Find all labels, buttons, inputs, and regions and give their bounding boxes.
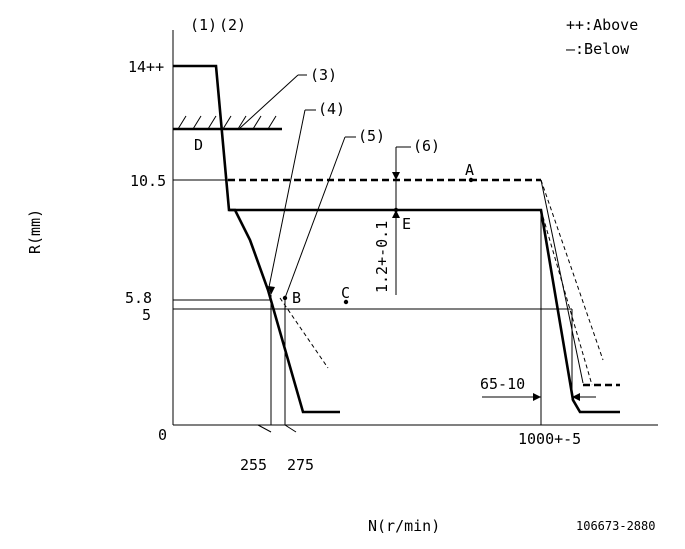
arrow-left-65	[572, 393, 580, 401]
droop-guide	[540, 179, 584, 384]
point-c: C	[341, 284, 350, 302]
droop-dimension: 65-10	[480, 375, 525, 393]
tick-255-leader	[257, 424, 272, 433]
point-b-dot	[282, 295, 288, 301]
point-e-dot	[393, 207, 399, 213]
point-e: E	[402, 215, 411, 233]
callout-2: (2)	[219, 16, 246, 34]
x-tick-255: 255	[240, 456, 267, 474]
main-curve-plateau	[229, 208, 620, 414]
doc-number: 106673-2880	[576, 519, 655, 533]
x-axis-label: N(r/min)	[368, 517, 440, 535]
callout-4: (4)	[318, 100, 345, 118]
point-a: A	[465, 161, 474, 179]
offset-dimension: 1.2+-0.1	[373, 221, 391, 293]
arrow-right-65	[533, 393, 541, 401]
arrow-up-6	[392, 210, 400, 218]
main-curve	[173, 64, 340, 414]
x-tick-275: 275	[287, 456, 314, 474]
leader-3	[239, 74, 299, 129]
below-droop-dashed	[540, 209, 593, 386]
arrow-down-6	[392, 172, 400, 180]
y-tick-14: 14++	[128, 58, 164, 76]
leader-5	[284, 136, 346, 299]
point-c-dot	[343, 299, 349, 305]
legend-below: —:Below	[566, 40, 630, 58]
y-tick-5: 5	[142, 306, 151, 324]
x-tick-1000: 1000+-5	[518, 430, 581, 448]
point-a-dot	[468, 177, 474, 183]
point-d: D	[194, 136, 203, 154]
arrow-4	[268, 286, 275, 295]
origin-label: 0	[158, 426, 167, 444]
callout-1: (1)	[190, 16, 217, 34]
leader-4	[267, 109, 306, 293]
point-b: B	[292, 289, 301, 307]
tick-275-leader	[284, 424, 297, 433]
callout-6: (6)	[413, 137, 440, 155]
lower-dashed	[279, 297, 329, 369]
callout-3: (3)	[310, 66, 337, 84]
stopper-hatch	[177, 115, 277, 130]
callout-5: (5)	[358, 127, 385, 145]
y-tick-5-8: 5.8	[125, 289, 152, 307]
legend-above: ++:Above	[566, 16, 638, 34]
y-axis-label: R(mm)	[26, 209, 44, 254]
y-tick-10-5: 10.5	[130, 172, 166, 190]
above-droop-dashed	[540, 179, 604, 361]
